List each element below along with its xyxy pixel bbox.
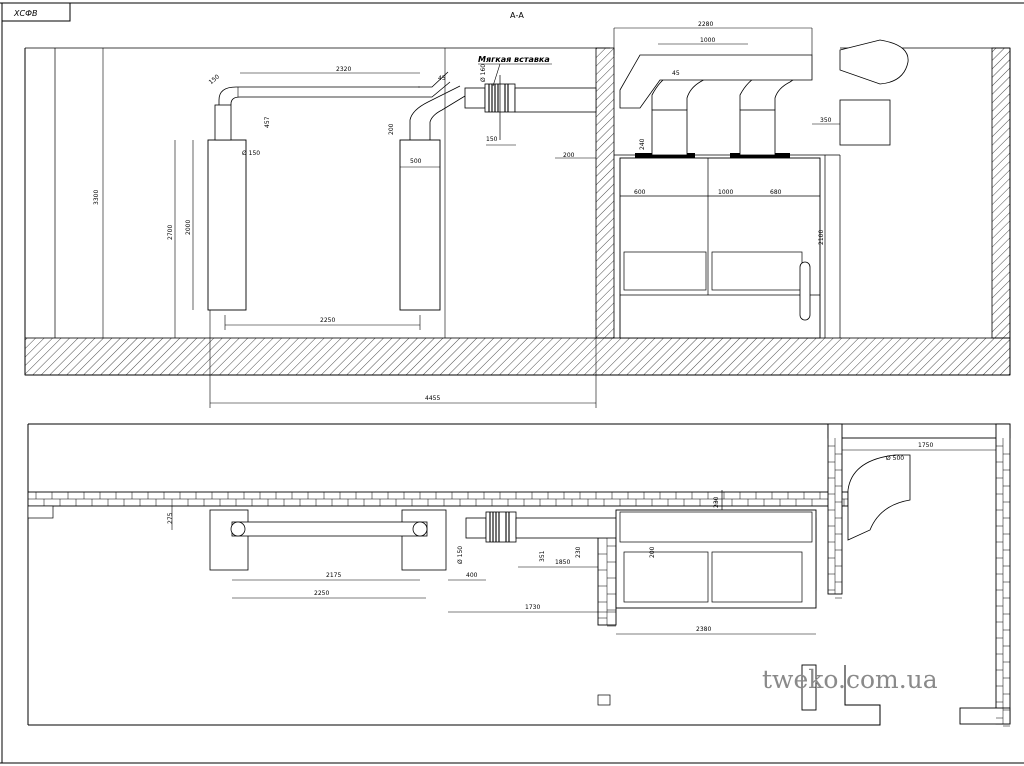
appliance-cabinet-left: [207, 139, 247, 311]
floor-slab: [24, 337, 1011, 376]
dim-4455: 4455: [425, 395, 440, 402]
dim-2250-elev: 2250: [320, 317, 335, 324]
dim-200-wall: 200: [563, 152, 575, 159]
plan-view: 1750 Ø 500 275 230 Ø 150 400 351 230 185…: [27, 423, 1011, 727]
dim-400: 400: [466, 572, 478, 579]
dim-200-plan: 200: [649, 546, 656, 558]
dim-1750: 1750: [918, 442, 933, 449]
kitchen-counter: [619, 157, 821, 339]
dim-d160: Ø 160: [480, 64, 487, 82]
plan-fan-elbow: [847, 454, 911, 541]
dim-angle-45-right: 45: [438, 75, 446, 82]
dim-2700: 2700: [167, 225, 174, 240]
drawer-left: [623, 251, 707, 291]
dim-230-plan: 230: [575, 546, 582, 558]
dim-2000: 2000: [185, 220, 192, 235]
dim-230-top: 230: [713, 496, 720, 508]
dim-2280: 2280: [698, 21, 713, 28]
dim-3300: 3300: [93, 190, 100, 205]
dim-d500: Ø 500: [886, 455, 904, 462]
watermark: tweko.com.ua: [762, 665, 938, 694]
drawer-right: [711, 251, 803, 291]
dim-275: 275: [167, 512, 174, 524]
brick-wall-top: [827, 423, 1011, 439]
dim-457: 457: [264, 116, 271, 128]
dim-1000-top: 1000: [700, 37, 715, 44]
dim-angle-45-hood: 45: [672, 70, 680, 77]
dim-2380: 2380: [696, 626, 711, 633]
dim-d150-plan: Ø 150: [457, 546, 464, 564]
stamp-text: ХСФВ: [13, 9, 37, 18]
dim-1000-counter: 1000: [718, 189, 733, 196]
plan-cabinet-right: [401, 509, 447, 571]
appliance-cabinet-right: [399, 139, 441, 311]
drawing-stamp: ХСФВ: [1, 2, 71, 22]
plan-cabinet-left: [209, 509, 249, 571]
horizontal-duct-to-wall: [514, 87, 597, 113]
dim-2320: 2320: [336, 66, 351, 73]
hood-left: [651, 109, 688, 156]
dim-d150-elev: Ø 150: [242, 150, 260, 157]
plan-flexible-connector: [485, 511, 517, 543]
dim-200-left: 200: [388, 123, 395, 135]
wall-section-right: [991, 47, 1011, 339]
section-title: А-А: [510, 11, 524, 20]
radiator-plan: [801, 664, 817, 711]
dim-680: 680: [770, 189, 782, 196]
vertical-duct-left: [214, 104, 232, 141]
label-soft-insert: Мягкая вставка: [478, 55, 550, 64]
dim-500: 500: [410, 158, 422, 165]
dim-2250-plan: 2250: [314, 590, 329, 597]
dim-1730: 1730: [525, 604, 540, 611]
exhaust-fan: [839, 39, 909, 85]
elevation-view: 3300 2700 2000 150 2320 Ø 150 457 45 200…: [24, 21, 1011, 408]
dim-r150: 150: [208, 73, 221, 86]
dim-2175: 2175: [326, 572, 341, 579]
dim-600: 600: [634, 189, 646, 196]
dim-1850: 1850: [555, 559, 570, 566]
fan-box: [839, 99, 891, 146]
dim-2100: 2100: [818, 230, 825, 245]
dim-240: 240: [639, 138, 646, 150]
wall-section-left: [595, 47, 615, 339]
radiator: [799, 261, 811, 321]
plan-duct-run: [231, 521, 428, 537]
collector-duct: [619, 54, 813, 109]
dim-350: 350: [820, 117, 832, 124]
hood-right: [739, 109, 776, 156]
dim-351: 351: [539, 550, 546, 562]
dim-150-elev: 150: [486, 136, 498, 143]
